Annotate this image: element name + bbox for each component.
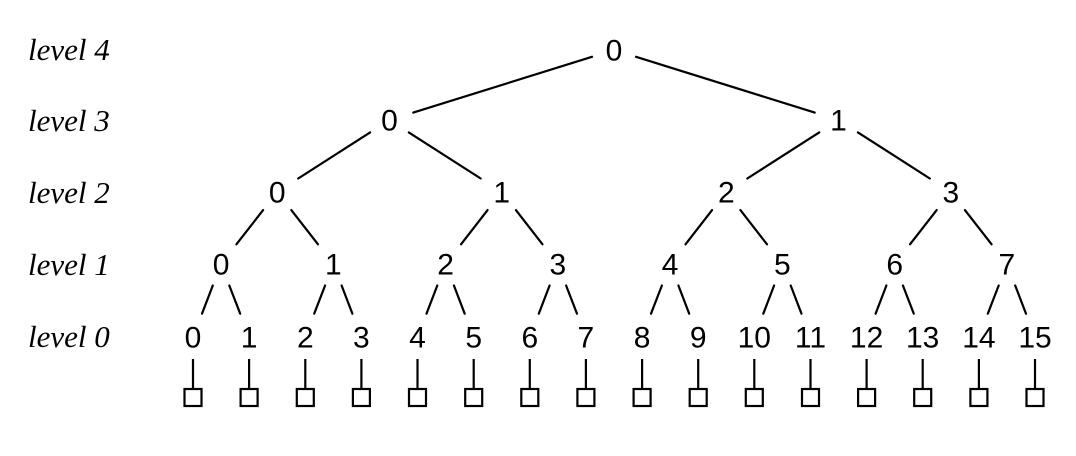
leaf-box-0	[183, 387, 203, 408]
tree-edge	[901, 284, 915, 315]
tree-node-level2-1: 1	[493, 177, 510, 210]
tree-edge	[789, 284, 803, 315]
tree-node-level1-1: 1	[325, 249, 342, 282]
tree-node-level0-4: 4	[409, 322, 426, 355]
tree-edge	[856, 131, 931, 180]
level-label-1: level 1	[28, 247, 110, 282]
tree-node-level0-13: 13	[906, 322, 939, 355]
tree-edge	[313, 284, 327, 315]
tree-edge	[200, 284, 214, 315]
tree-edge	[228, 284, 242, 315]
tree-edge	[874, 284, 888, 315]
leaf-box-5	[464, 387, 484, 408]
leaf-box-2	[295, 387, 315, 408]
tree-edge	[412, 55, 594, 114]
tree-edge	[290, 209, 320, 246]
leaf-box-3	[351, 387, 371, 408]
level-label-3: level 3	[28, 103, 110, 138]
tree-edge	[746, 131, 821, 180]
level-label-2: level 2	[28, 175, 110, 210]
tree-node-level0-1: 1	[241, 322, 258, 355]
tree-edge	[459, 209, 489, 246]
tree-node-level3-0: 0	[381, 105, 398, 138]
tree-node-level0-14: 14	[962, 322, 995, 355]
leaf-box-7	[576, 387, 596, 408]
tree-node-level0-8: 8	[634, 322, 651, 355]
tree-node-level0-12: 12	[850, 322, 883, 355]
tree-edge	[1014, 284, 1028, 315]
tree-node-level3-1: 1	[830, 105, 847, 138]
tree-edge	[514, 209, 544, 246]
tree-edge	[684, 209, 714, 246]
tree-node-level1-2: 2	[437, 249, 454, 282]
tree-edge	[235, 209, 265, 246]
tree-node-level2-2: 2	[718, 177, 735, 210]
leaf-box-15	[1025, 387, 1045, 408]
tree-edge	[963, 209, 993, 246]
tree-node-level0-15: 15	[1018, 322, 1051, 355]
leaf-box-14	[969, 387, 989, 408]
tree-edge	[908, 209, 938, 246]
tree-node-level1-0: 0	[213, 249, 230, 282]
tree-edge	[564, 284, 579, 315]
tree-edge	[340, 284, 354, 315]
tree-edge	[649, 284, 664, 315]
tree-node-level2-0: 0	[269, 177, 286, 210]
tree-node-level1-3: 3	[550, 249, 567, 282]
level-label-0: level 0	[28, 319, 110, 354]
leaf-box-9	[688, 387, 708, 408]
tree-edge	[452, 284, 466, 315]
leaf-box-8	[632, 387, 652, 408]
tree-node-level1-4: 4	[662, 249, 679, 282]
leaf-box-12	[856, 387, 877, 408]
tree-node-level1-7: 7	[999, 249, 1016, 282]
tree-node-level0-7: 7	[578, 322, 595, 355]
tree-edge	[986, 284, 1000, 315]
tree-node-level0-3: 3	[353, 322, 370, 355]
tree-node-level1-5: 5	[774, 249, 791, 282]
tree-node-level0-0: 0	[185, 322, 202, 355]
tree-edge	[425, 284, 439, 315]
leaf-box-10	[744, 387, 764, 408]
leaf-box-4	[407, 387, 428, 408]
tree-node-level0-10: 10	[738, 322, 771, 355]
tree-edge	[297, 131, 372, 180]
leaf-box-1	[239, 387, 259, 408]
tree-edge	[739, 209, 769, 246]
tree-edge	[407, 131, 482, 180]
tree-node-level0-11: 11	[795, 322, 826, 355]
tree-node-level0-2: 2	[297, 322, 314, 355]
tree-node-level2-3: 3	[942, 177, 959, 210]
tree-node-level1-6: 6	[886, 249, 903, 282]
tree-edge	[537, 284, 551, 315]
tree-node-level0-6: 6	[521, 322, 538, 355]
tree-edge	[762, 284, 776, 315]
leaf-box-13	[913, 387, 933, 408]
level-label-4: level 4	[28, 32, 110, 67]
leaf-box-6	[520, 387, 540, 408]
tree-node-level0-5: 5	[465, 322, 482, 355]
leaf-box-11	[800, 387, 821, 408]
tree-edge	[634, 55, 816, 114]
tree-node-level0-9: 9	[690, 322, 707, 355]
tree-node-level4-0: 0	[606, 35, 623, 68]
tree-edge	[677, 284, 691, 315]
